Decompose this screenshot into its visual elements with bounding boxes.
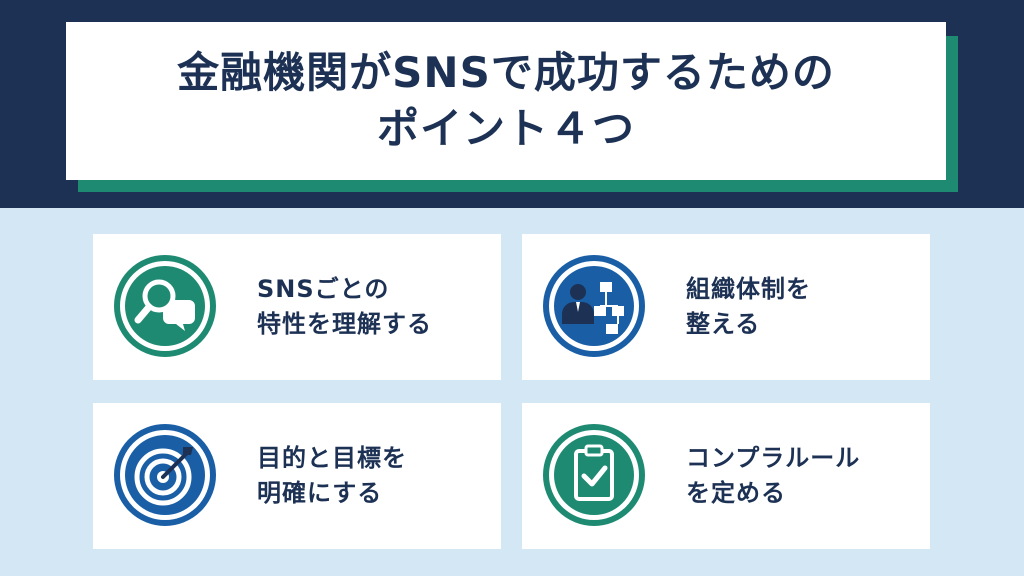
card-goals: 目的と目標を 明確にする	[93, 403, 501, 549]
title-line-2: ポイント４つ	[376, 104, 635, 153]
card-2-line-1: 組織体制を	[686, 275, 811, 303]
title-box: 金融機関がSNSで成功するための ポイント４つ	[66, 22, 946, 180]
organization-icon	[542, 254, 646, 358]
card-4-line-2: を定める	[686, 479, 786, 507]
target-icon	[113, 423, 217, 527]
card-1-line-2: 特性を理解する	[257, 310, 432, 338]
card-3-line-1: 目的と目標を	[257, 444, 407, 472]
card-sns-characteristics: SNSごとの 特性を理解する	[93, 234, 501, 380]
card-compliance: コンプラルール を定める	[522, 403, 930, 549]
card-3-line-2: 明確にする	[257, 479, 383, 507]
clipboard-check-icon	[542, 423, 646, 527]
card-1-line-1: SNSごとの	[257, 275, 390, 303]
card-4-line-1: コンプラルール	[686, 444, 861, 472]
card-organization: 組織体制を 整える	[522, 234, 930, 380]
search-chat-icon	[113, 254, 217, 358]
card-2-line-2: 整える	[686, 310, 761, 338]
title-line-1: 金融機関がSNSで成功するための	[177, 48, 835, 97]
